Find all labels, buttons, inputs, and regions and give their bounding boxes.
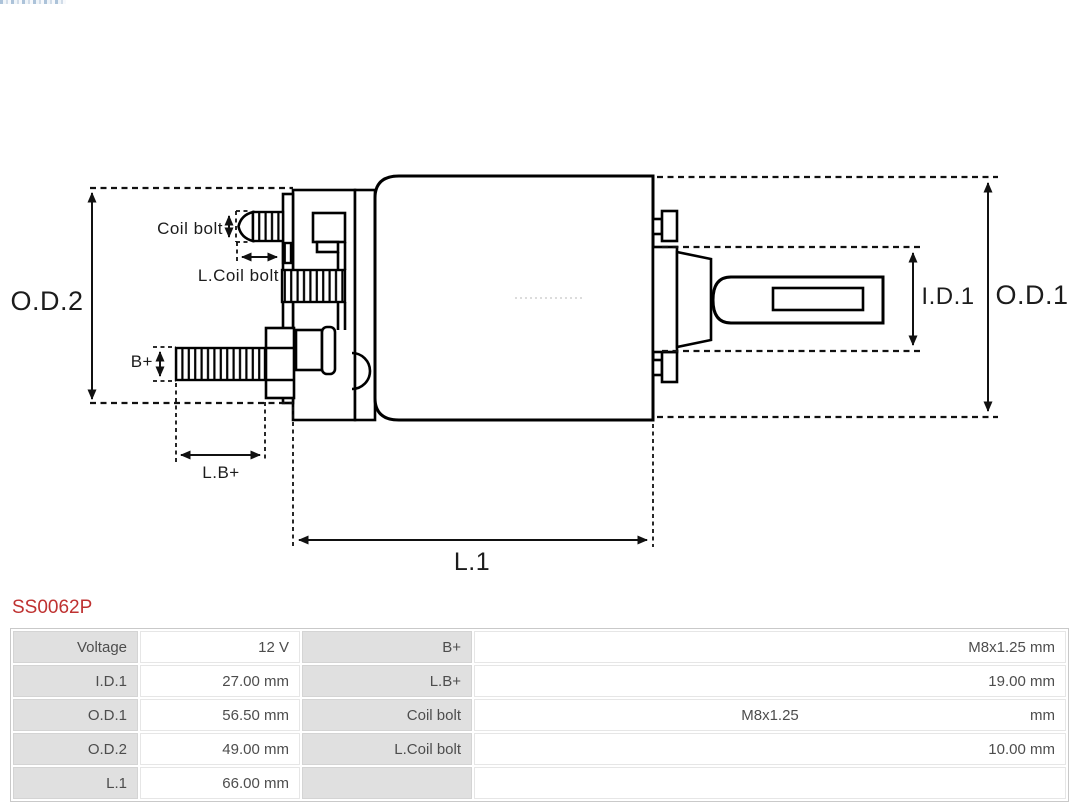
spec-label: L.B+	[302, 665, 472, 697]
table-row: I.D.1 27.00 mm L.B+ 19.00 mm	[13, 665, 1066, 697]
spec-value: M8x1.25 mm	[474, 699, 1066, 731]
part-number: SS0062P	[12, 597, 93, 618]
dimension-id1: I.D.1	[662, 245, 974, 353]
spec-value-center: M8x1.25	[741, 706, 799, 724]
spec-value-right: M8x1.25 mm	[968, 638, 1055, 656]
dimension-od1: O.D.1	[657, 175, 1068, 419]
spec-value: M8x1.25 mm	[474, 631, 1066, 663]
partial-logo-image	[0, 0, 66, 4]
solenoid-body-outline	[280, 174, 655, 422]
od2-label: O.D.2	[10, 286, 83, 316]
plunger-assembly	[651, 209, 885, 384]
spec-value-right: 10.00 mm	[988, 740, 1055, 758]
b-plus-terminal	[174, 325, 337, 400]
spec-label: I.D.1	[13, 665, 138, 697]
table-row: L.1 66.00 mm	[13, 767, 1066, 799]
l-coil-bolt-label: L.Coil bolt	[198, 266, 279, 285]
spec-label	[302, 767, 472, 799]
dimension-coil-bolt: Coil bolt	[157, 210, 251, 243]
spec-value: 19.00 mm	[474, 665, 1066, 697]
spec-value: 56.50 mm	[140, 699, 300, 731]
spec-value: 12 V	[140, 631, 300, 663]
dimension-od2: O.D.2	[10, 186, 293, 405]
technical-drawing: O.D.2 O.D.1 I.D.1 L.1 L.B+	[10, 174, 1068, 576]
table-row: O.D.2 49.00 mm L.Coil bolt 10.00 mm	[13, 733, 1066, 765]
spec-label: O.D.1	[13, 699, 138, 731]
lb-plus-label: L.B+	[202, 463, 239, 482]
spec-label: L.Coil bolt	[302, 733, 472, 765]
spec-value: 66.00 mm	[140, 767, 300, 799]
spec-value: 27.00 mm	[140, 665, 300, 697]
spec-value	[474, 767, 1066, 799]
dimension-l1: L.1	[292, 407, 654, 576]
spec-value: 10.00 mm	[474, 733, 1066, 765]
b-plus-label: B+	[131, 352, 153, 371]
coil-bolt-label: Coil bolt	[157, 219, 223, 238]
spec-value-right: 19.00 mm	[988, 672, 1055, 690]
table-row: O.D.1 56.50 mm Coil bolt M8x1.25 mm	[13, 699, 1066, 731]
od1-label: O.D.1	[995, 280, 1068, 310]
l1-label: L.1	[454, 548, 490, 576]
spec-label: Voltage	[13, 631, 138, 663]
spec-label: O.D.2	[13, 733, 138, 765]
dimension-lb-plus: L.B+	[175, 383, 266, 482]
table-row: Voltage 12 V B+ M8x1.25 mm	[13, 631, 1066, 663]
spec-label: Coil bolt	[302, 699, 472, 731]
dimension-l-coil-bolt: L.Coil bolt	[198, 242, 279, 285]
id1-label: I.D.1	[921, 283, 974, 310]
spec-label: L.1	[13, 767, 138, 799]
spec-table: Voltage 12 V B+ M8x1.25 mm I.D.1 27.00 m…	[10, 628, 1069, 802]
dimension-b-plus: B+	[131, 346, 176, 382]
coil-bolt-terminal	[237, 210, 293, 265]
spec-value: 49.00 mm	[140, 733, 300, 765]
spec-label: B+	[302, 631, 472, 663]
spec-value-right: mm	[1030, 706, 1055, 724]
